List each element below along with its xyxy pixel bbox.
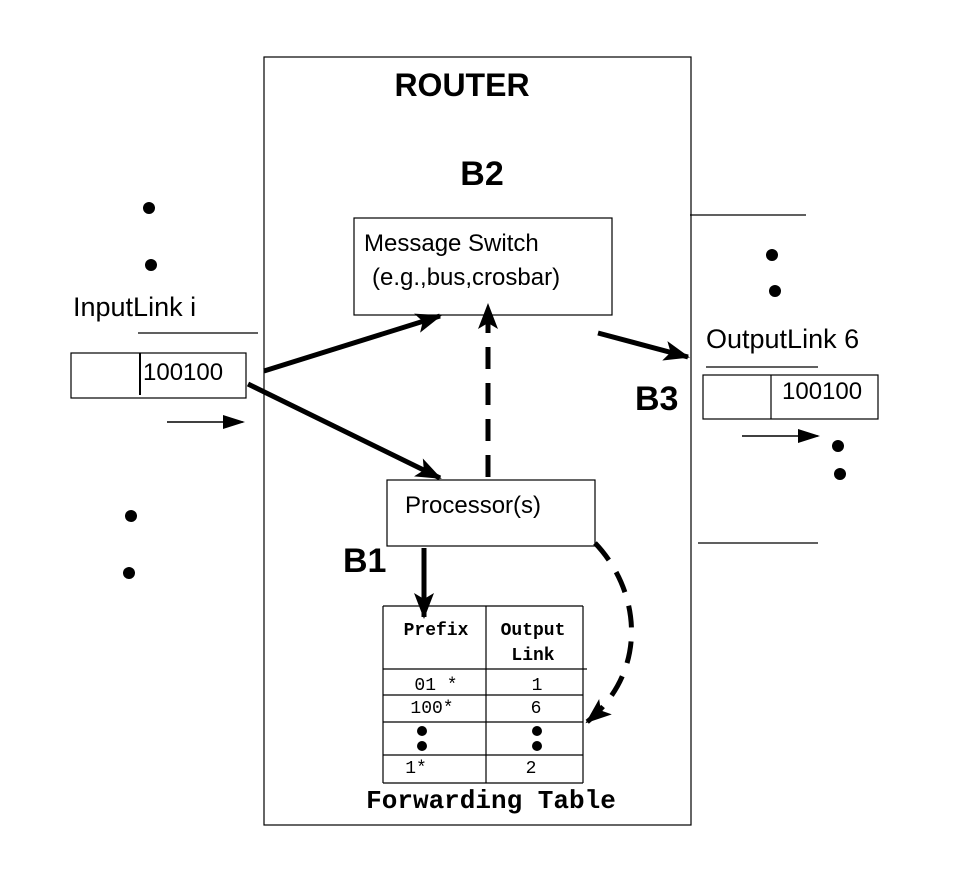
input-packet-box	[70, 352, 247, 399]
table-row-link: 2	[526, 759, 537, 779]
input-to-switch-arrow	[263, 313, 442, 374]
message-switch-label: Message Switch	[364, 230, 539, 257]
switch-to-output-arrow	[597, 330, 690, 361]
output-ellipsis-dot-bottom-1	[832, 440, 844, 452]
table-header-prefix: Prefix	[404, 621, 469, 641]
output-ellipsis-dot-top-1	[766, 249, 778, 261]
processor-tag: B1	[343, 542, 386, 580]
table-header-output-line2: Link	[511, 646, 554, 666]
table-ellipsis-dot	[532, 726, 542, 736]
output-packet-value: 100100	[782, 378, 862, 405]
input-ellipsis-dot-bottom-1	[125, 510, 137, 522]
table-row-link: 6	[531, 699, 542, 719]
input-link-label: InputLink i	[73, 292, 196, 322]
table-row-link: 1	[532, 676, 543, 696]
forwarding-table: Prefix Output Link 01 * 1 100* 6 1* 2	[382, 605, 587, 784]
table-lookup-curved-arrow	[585, 541, 634, 724]
input-to-processor-arrow	[246, 381, 442, 481]
table-ellipsis-dot	[532, 741, 542, 751]
input-ellipsis-dot-bottom-2	[123, 567, 135, 579]
output-tag: B3	[635, 380, 678, 418]
output-packet-box	[702, 374, 879, 420]
table-row-prefix: 1*	[405, 759, 427, 779]
table-ellipsis-dot	[417, 726, 427, 736]
table-row-prefix: 100*	[410, 699, 453, 719]
message-switch-examples: (e.g.,bus,crosbar)	[372, 264, 560, 291]
forwarding-table-title: Forwarding Table	[366, 786, 616, 816]
table-row-prefix: 01 *	[414, 676, 457, 696]
input-packet-value: 100100	[143, 359, 223, 386]
message-switch-tag: B2	[460, 155, 503, 193]
input-ellipsis-dot-top-1	[143, 202, 155, 214]
output-ellipsis-dot-bottom-2	[834, 468, 846, 480]
processor-label: Processor(s)	[405, 492, 541, 519]
output-ellipsis-dot-top-2	[769, 285, 781, 297]
router-box	[263, 56, 692, 826]
router-title: ROUTER	[394, 67, 529, 103]
input-ellipsis-dot-top-2	[145, 259, 157, 271]
table-header-output-line1: Output	[501, 621, 566, 641]
table-ellipsis-dot	[417, 741, 427, 751]
processor-box	[386, 479, 596, 547]
output-link-label: OutputLink 6	[706, 324, 859, 354]
